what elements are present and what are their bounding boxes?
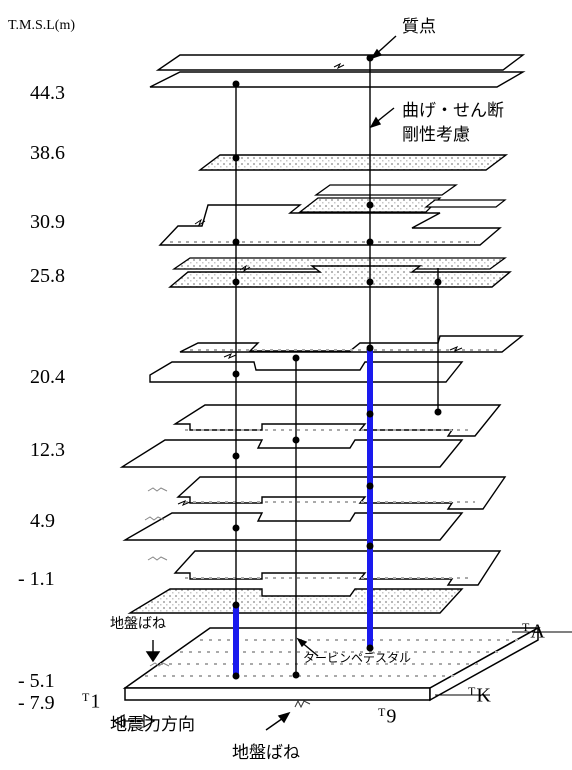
unit-header: T.M.S.L(m) xyxy=(8,18,76,33)
axis-t1-label: T1 xyxy=(82,690,101,713)
level-label: - 1.1 xyxy=(18,568,55,590)
level-label: 44.3 xyxy=(30,82,65,104)
slab-4-upper xyxy=(176,476,507,510)
ground-spring-left-label: 地盤ばね xyxy=(110,616,166,632)
slab-30-large xyxy=(158,204,502,246)
stiffness-label: 剛性考慮 xyxy=(402,125,470,145)
level-label: 38.6 xyxy=(30,142,65,164)
slab-38 xyxy=(197,154,509,171)
spring-icons xyxy=(144,487,311,709)
slab-4-lower xyxy=(122,512,464,541)
slab-44-upper xyxy=(155,54,526,71)
level-label: 12.3 xyxy=(30,439,65,461)
slab-25-upper xyxy=(171,257,507,270)
axis-ta-label: TA xyxy=(522,620,545,643)
ground-spring-bottom-label: 地盤ばね xyxy=(232,743,300,763)
annotation-arrows xyxy=(112,35,572,731)
slab-m1-upper xyxy=(173,550,502,586)
slab-44-lower xyxy=(149,71,526,88)
axis-tk-label: TK xyxy=(468,684,491,707)
floor-slabs xyxy=(119,54,541,702)
turbine-pedestal-stick xyxy=(233,348,373,675)
slab-12-upper xyxy=(172,404,502,437)
mass-points xyxy=(232,54,442,680)
slab-12-lower xyxy=(119,439,464,468)
turbine-pedestal-label: タービンペデスタル xyxy=(303,651,412,665)
seismic-direction-label: 地震力方向 xyxy=(110,715,195,735)
base-mat-front xyxy=(124,687,431,701)
level-label: 4.9 xyxy=(30,510,55,532)
level-label: - 7.9 xyxy=(18,692,55,714)
level-label: - 5.1 xyxy=(18,670,55,692)
bending-shear-label: 曲げ・せん断 xyxy=(402,101,504,121)
level-label: 30.9 xyxy=(30,211,65,233)
mass-point-label: 質点 xyxy=(402,17,436,37)
slab-30-small xyxy=(313,184,459,196)
level-label: 25.8 xyxy=(30,265,65,287)
slab-25-lower xyxy=(168,265,512,288)
slab-20-lower xyxy=(149,361,464,383)
base-mat-side xyxy=(429,626,539,702)
level-label: 20.4 xyxy=(30,366,65,388)
axis-t9-label: T9 xyxy=(378,705,397,728)
